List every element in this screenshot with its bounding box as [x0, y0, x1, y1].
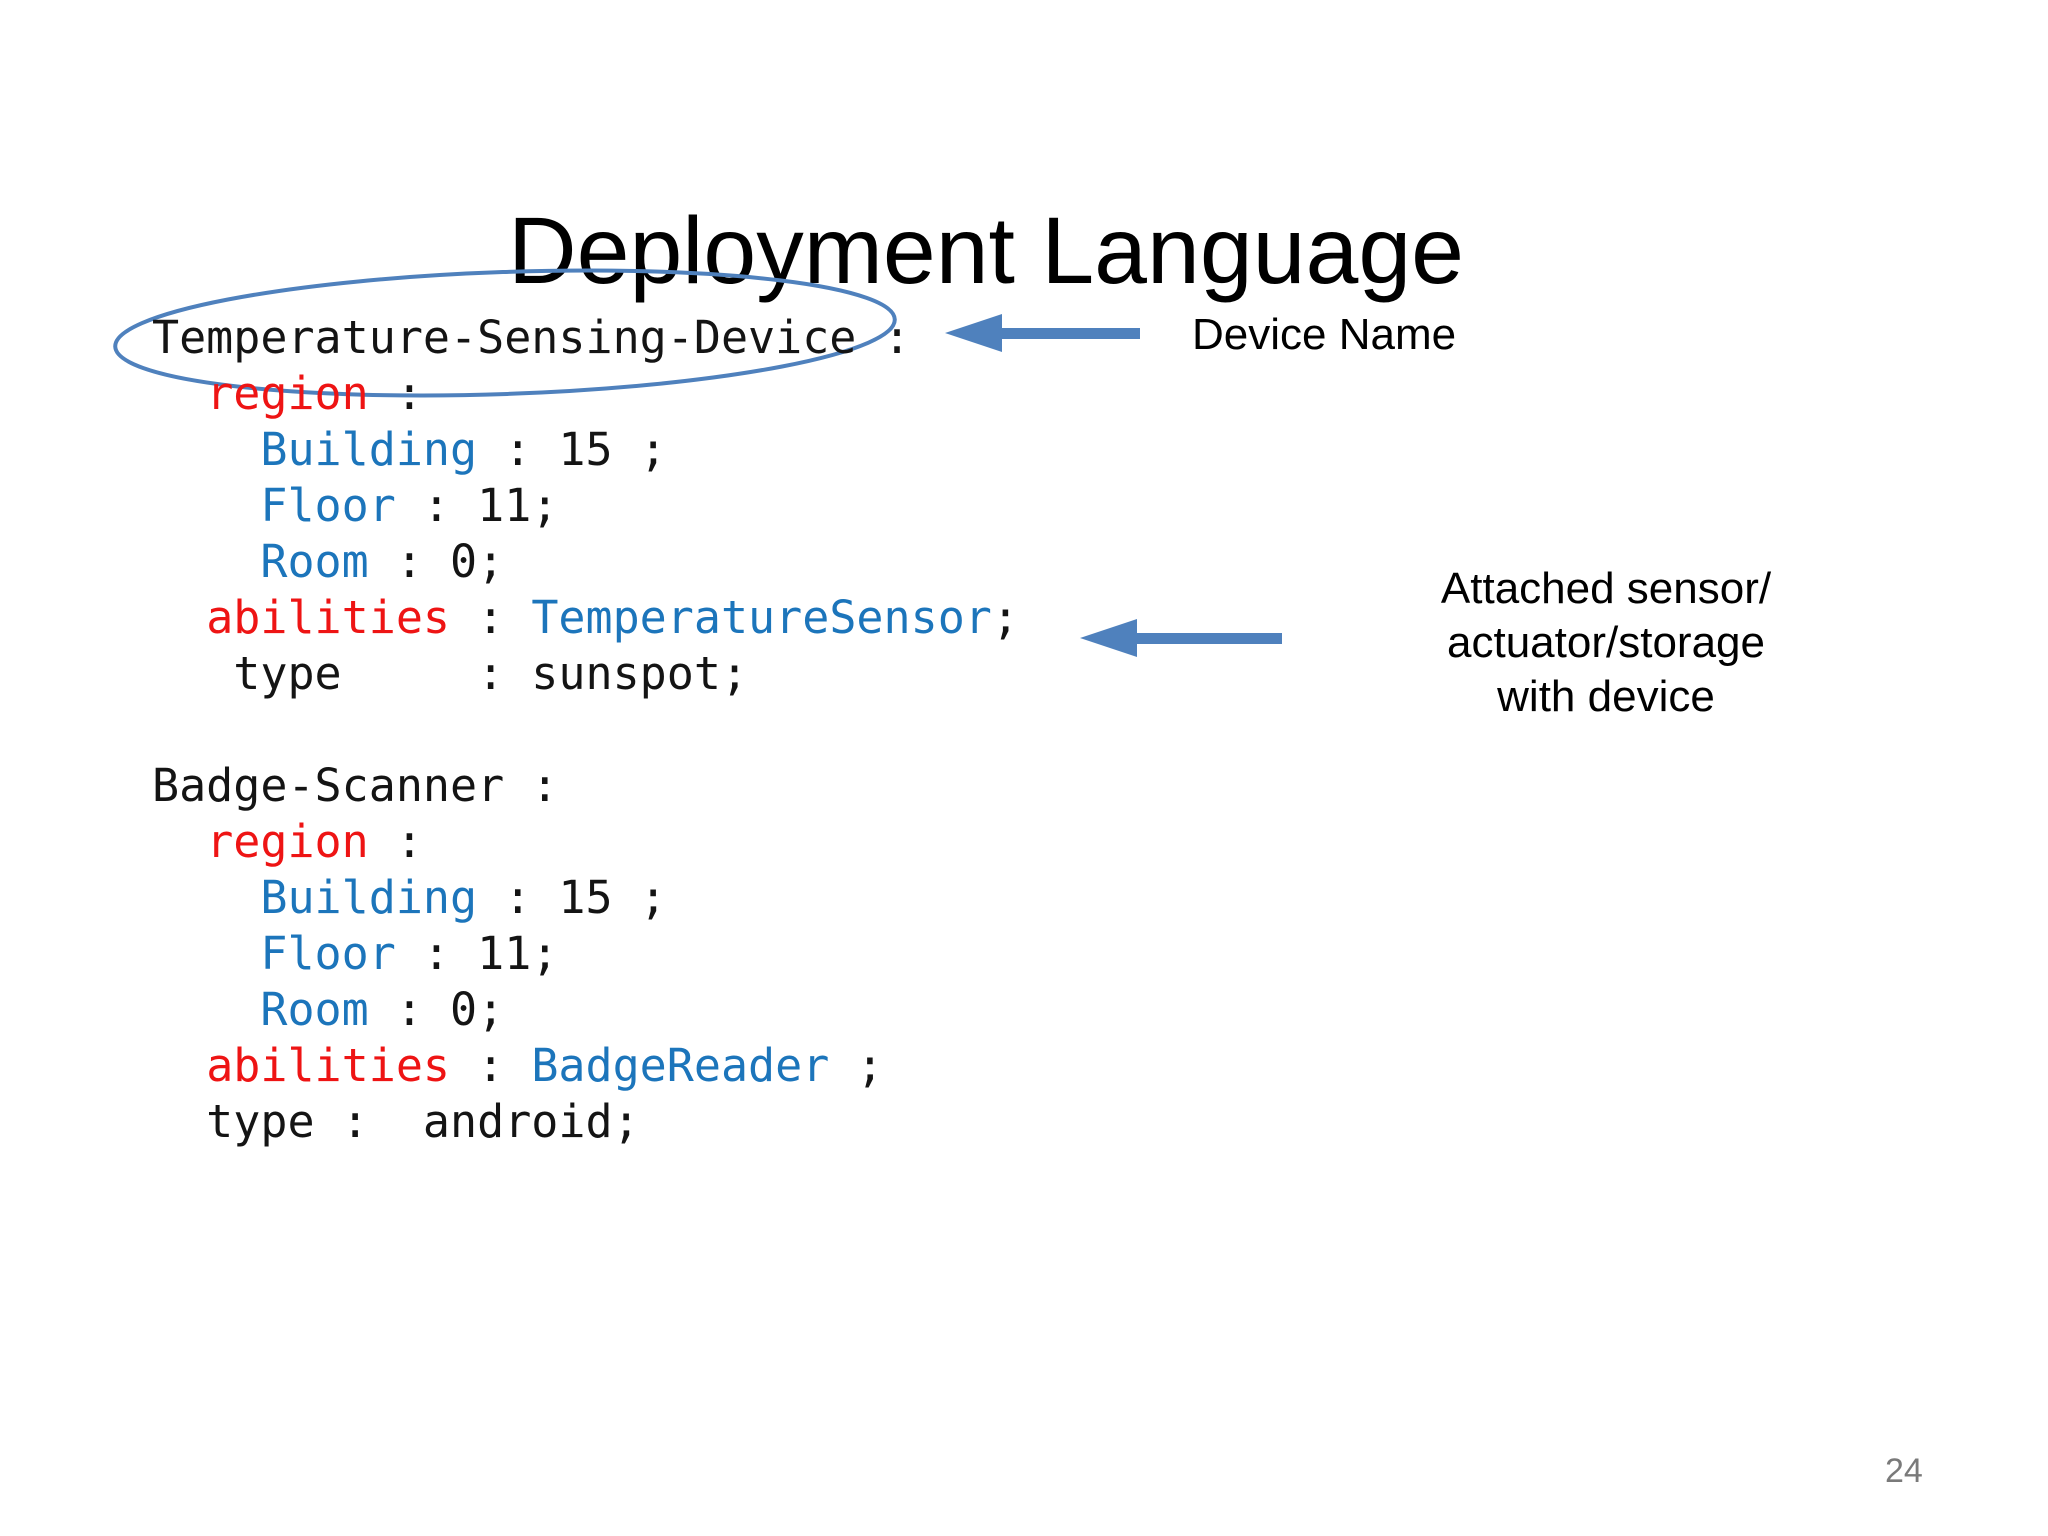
code-line: Badge-Scanner :	[152, 759, 559, 812]
page-number: 24	[1885, 1452, 1923, 1490]
code-line: abilities : TemperatureSensor;	[206, 591, 1019, 644]
code-block: Temperature-Sensing-Device : region : Bu…	[152, 310, 1019, 1150]
attached-sensor-label: Attached sensor/ actuator/storage with d…	[1356, 562, 1856, 724]
code-line: Temperature-Sensing-Device :	[152, 311, 911, 364]
code-line: Building : 15 ;	[260, 871, 667, 924]
code-line: Floor : 11;	[260, 479, 559, 532]
attached-sensor-line-2: actuator/storage	[1447, 618, 1765, 667]
abilities-left-arrow-icon	[1080, 619, 1282, 657]
code-line: Room : 0;	[260, 983, 505, 1036]
code-line: region :	[206, 367, 423, 420]
code-line: abilities : BadgeReader ;	[206, 1039, 884, 1092]
page-title: Deployment Language	[508, 197, 1464, 304]
attached-sensor-line-1: Attached sensor/	[1440, 564, 1772, 613]
code-line	[152, 702, 1019, 758]
code-line: type : android;	[152, 1095, 640, 1148]
device-name-label: Device Name	[1192, 310, 1457, 359]
code-line: Floor : 11;	[260, 927, 559, 980]
code-line: region :	[206, 815, 423, 868]
code-line: Building : 15 ;	[260, 423, 667, 476]
code-line: type : sunspot;	[152, 647, 749, 700]
attached-sensor-line-3: with device	[1497, 672, 1715, 721]
code-line: Room : 0;	[260, 535, 505, 588]
